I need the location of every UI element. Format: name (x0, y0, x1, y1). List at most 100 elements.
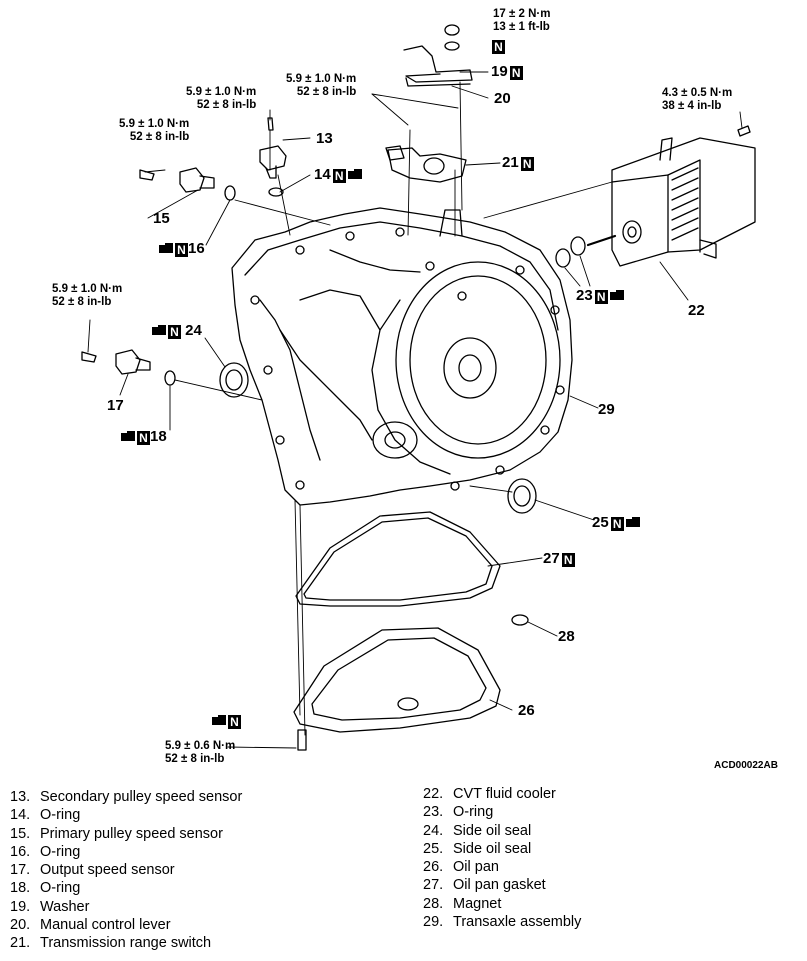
torque-spec-17: 5.9 ± 1.0 N·m 52 ± 8 in-lb (52, 283, 122, 309)
torque-value: 52 ± 8 in-lb (196, 99, 257, 111)
callout-26: 26 (518, 702, 535, 719)
callout-number: 29 (598, 401, 615, 418)
legend-text: Oil pan gasket (453, 877, 546, 894)
legend-item: 28.Magnet (423, 895, 581, 913)
callout-number: 15 (153, 210, 170, 227)
legend-number: 13. (10, 789, 31, 805)
torque-value: 13 ± 1 ft-lb (493, 21, 550, 33)
legend-number: 24. (423, 822, 444, 839)
legend-text: O-ring (40, 843, 81, 860)
legend-number: 23. (423, 804, 444, 821)
callout-26-marks: N (210, 712, 241, 729)
o-ring-23a (555, 248, 571, 268)
drain-plug (297, 729, 307, 751)
o-ring-14 (268, 187, 284, 197)
new-part-icon: N (332, 169, 346, 183)
legend-number: 27. (423, 877, 444, 894)
legend-text: O-ring (40, 807, 81, 824)
oil-can-icon (212, 714, 226, 726)
legend-number: 29. (423, 914, 444, 931)
legend-item: 25. Side oil seal (423, 840, 581, 858)
legend-item: 24.Side oil seal (423, 822, 581, 840)
legend-number: 16. (10, 843, 31, 860)
new-part-icon: N (561, 553, 575, 567)
side-oil-seal-25 (507, 478, 537, 514)
legend-item: 19.Washer (10, 898, 242, 916)
oil-pan (293, 627, 501, 733)
legend-text: Transaxle assembly (453, 914, 582, 931)
legend-text: O-ring (453, 804, 494, 821)
legend-item: 27. Oil pan gasket (423, 876, 581, 894)
torque-spec-15: 5.9 ± 1.0 N·m 52 ± 8 in-lb (119, 118, 189, 144)
callout-number: 14 (314, 166, 331, 183)
legend-number: 22. (423, 786, 444, 802)
output-speed-sensor (81, 349, 151, 375)
legend-text: Oil pan (453, 859, 499, 876)
magnet (511, 614, 529, 626)
new-part-icon: N (168, 325, 181, 339)
callout-number: 23 (576, 287, 593, 304)
torque-value: 52 ± 8 in-lb (165, 753, 225, 765)
legend-number: 20. (10, 917, 31, 934)
oil-can-icon (152, 324, 166, 336)
legend-item: 17. Output speed sensor (10, 861, 242, 879)
legend-left: 13. Secondary pulley speed sensor 14. O-ri… (10, 788, 242, 953)
oil-can-icon (609, 289, 624, 301)
legend-text: Manual control lever (40, 917, 171, 934)
torque-value: 5.9 ± 0.6 N·m (165, 740, 236, 752)
callout-13: 13 (316, 130, 333, 147)
torque-value: 4.3 ± 0.5 N·m (662, 87, 733, 99)
new-part-icon: N (610, 517, 624, 531)
legend-number: 18. (10, 880, 31, 897)
oil-can-icon (159, 242, 173, 254)
legend-item: 23. O-ring (423, 803, 581, 821)
legend-item: 16. O-ring (10, 843, 242, 861)
oil-can-icon (347, 168, 362, 180)
legend-number: 14. (10, 807, 31, 824)
torque-spec-20: 5.9 ± 1.0 N·m 52 ± 8 in-lb (286, 73, 356, 99)
manual-control-lever (403, 24, 473, 87)
callout-number: 17 (107, 397, 124, 414)
torque-value: 52 ± 8 in-lb (129, 131, 190, 143)
legend-number: 28. (423, 895, 444, 912)
callout-15: 15 (153, 210, 170, 227)
legend-item: 29. Transaxle assembly (423, 913, 581, 931)
transmission-range-switch (385, 145, 467, 183)
callout-number: 26 (518, 702, 535, 719)
torque-value: 5.9 ± 1.0 N·m (119, 118, 190, 130)
legend-item: 22. CVT fluid cooler (423, 785, 581, 803)
callout-22: 22 (688, 302, 705, 319)
o-ring-16 (224, 185, 236, 201)
legend-number: 25. (423, 840, 444, 857)
callout-20: 20 (494, 90, 511, 107)
torque-value: 5.9 ± 1.0 N·m (186, 86, 257, 98)
legend-text: Washer (40, 898, 90, 915)
torque-value: 38 ± 4 in-lb (662, 100, 722, 112)
torque-value: 5.9 ± 1.0 N·m (52, 283, 123, 295)
new-part-icon: N (509, 66, 523, 80)
legend-text: CVT fluid cooler (453, 786, 556, 802)
callout-28: 28 (558, 628, 575, 645)
legend-number: 17. (10, 862, 31, 879)
callout-number: 25 (592, 514, 609, 531)
legend-text: O-ring (40, 880, 81, 897)
torque-value: 17 ± 2 N·m (493, 8, 551, 20)
callout-29: 29 (598, 401, 615, 418)
o-ring-18 (164, 370, 176, 386)
torque-value: 5.9 ± 1.0 N·m (286, 73, 357, 85)
legend-item: 18. O-ring (10, 879, 242, 897)
oil-pan-gasket (295, 511, 501, 607)
primary-pulley-speed-sensor (139, 167, 215, 193)
callout-number: 18 (150, 428, 167, 445)
callout-number: 28 (558, 628, 575, 645)
legend-text: Side oil seal (453, 840, 532, 857)
legend-right: 22.CVT fluid cooler 23.O-ring 24.Side oi… (423, 785, 581, 931)
legend-text: Secondary pulley speed sensor (40, 789, 243, 805)
callout-number: 13 (316, 130, 333, 147)
legend-text: Output speed sensor (40, 862, 175, 879)
